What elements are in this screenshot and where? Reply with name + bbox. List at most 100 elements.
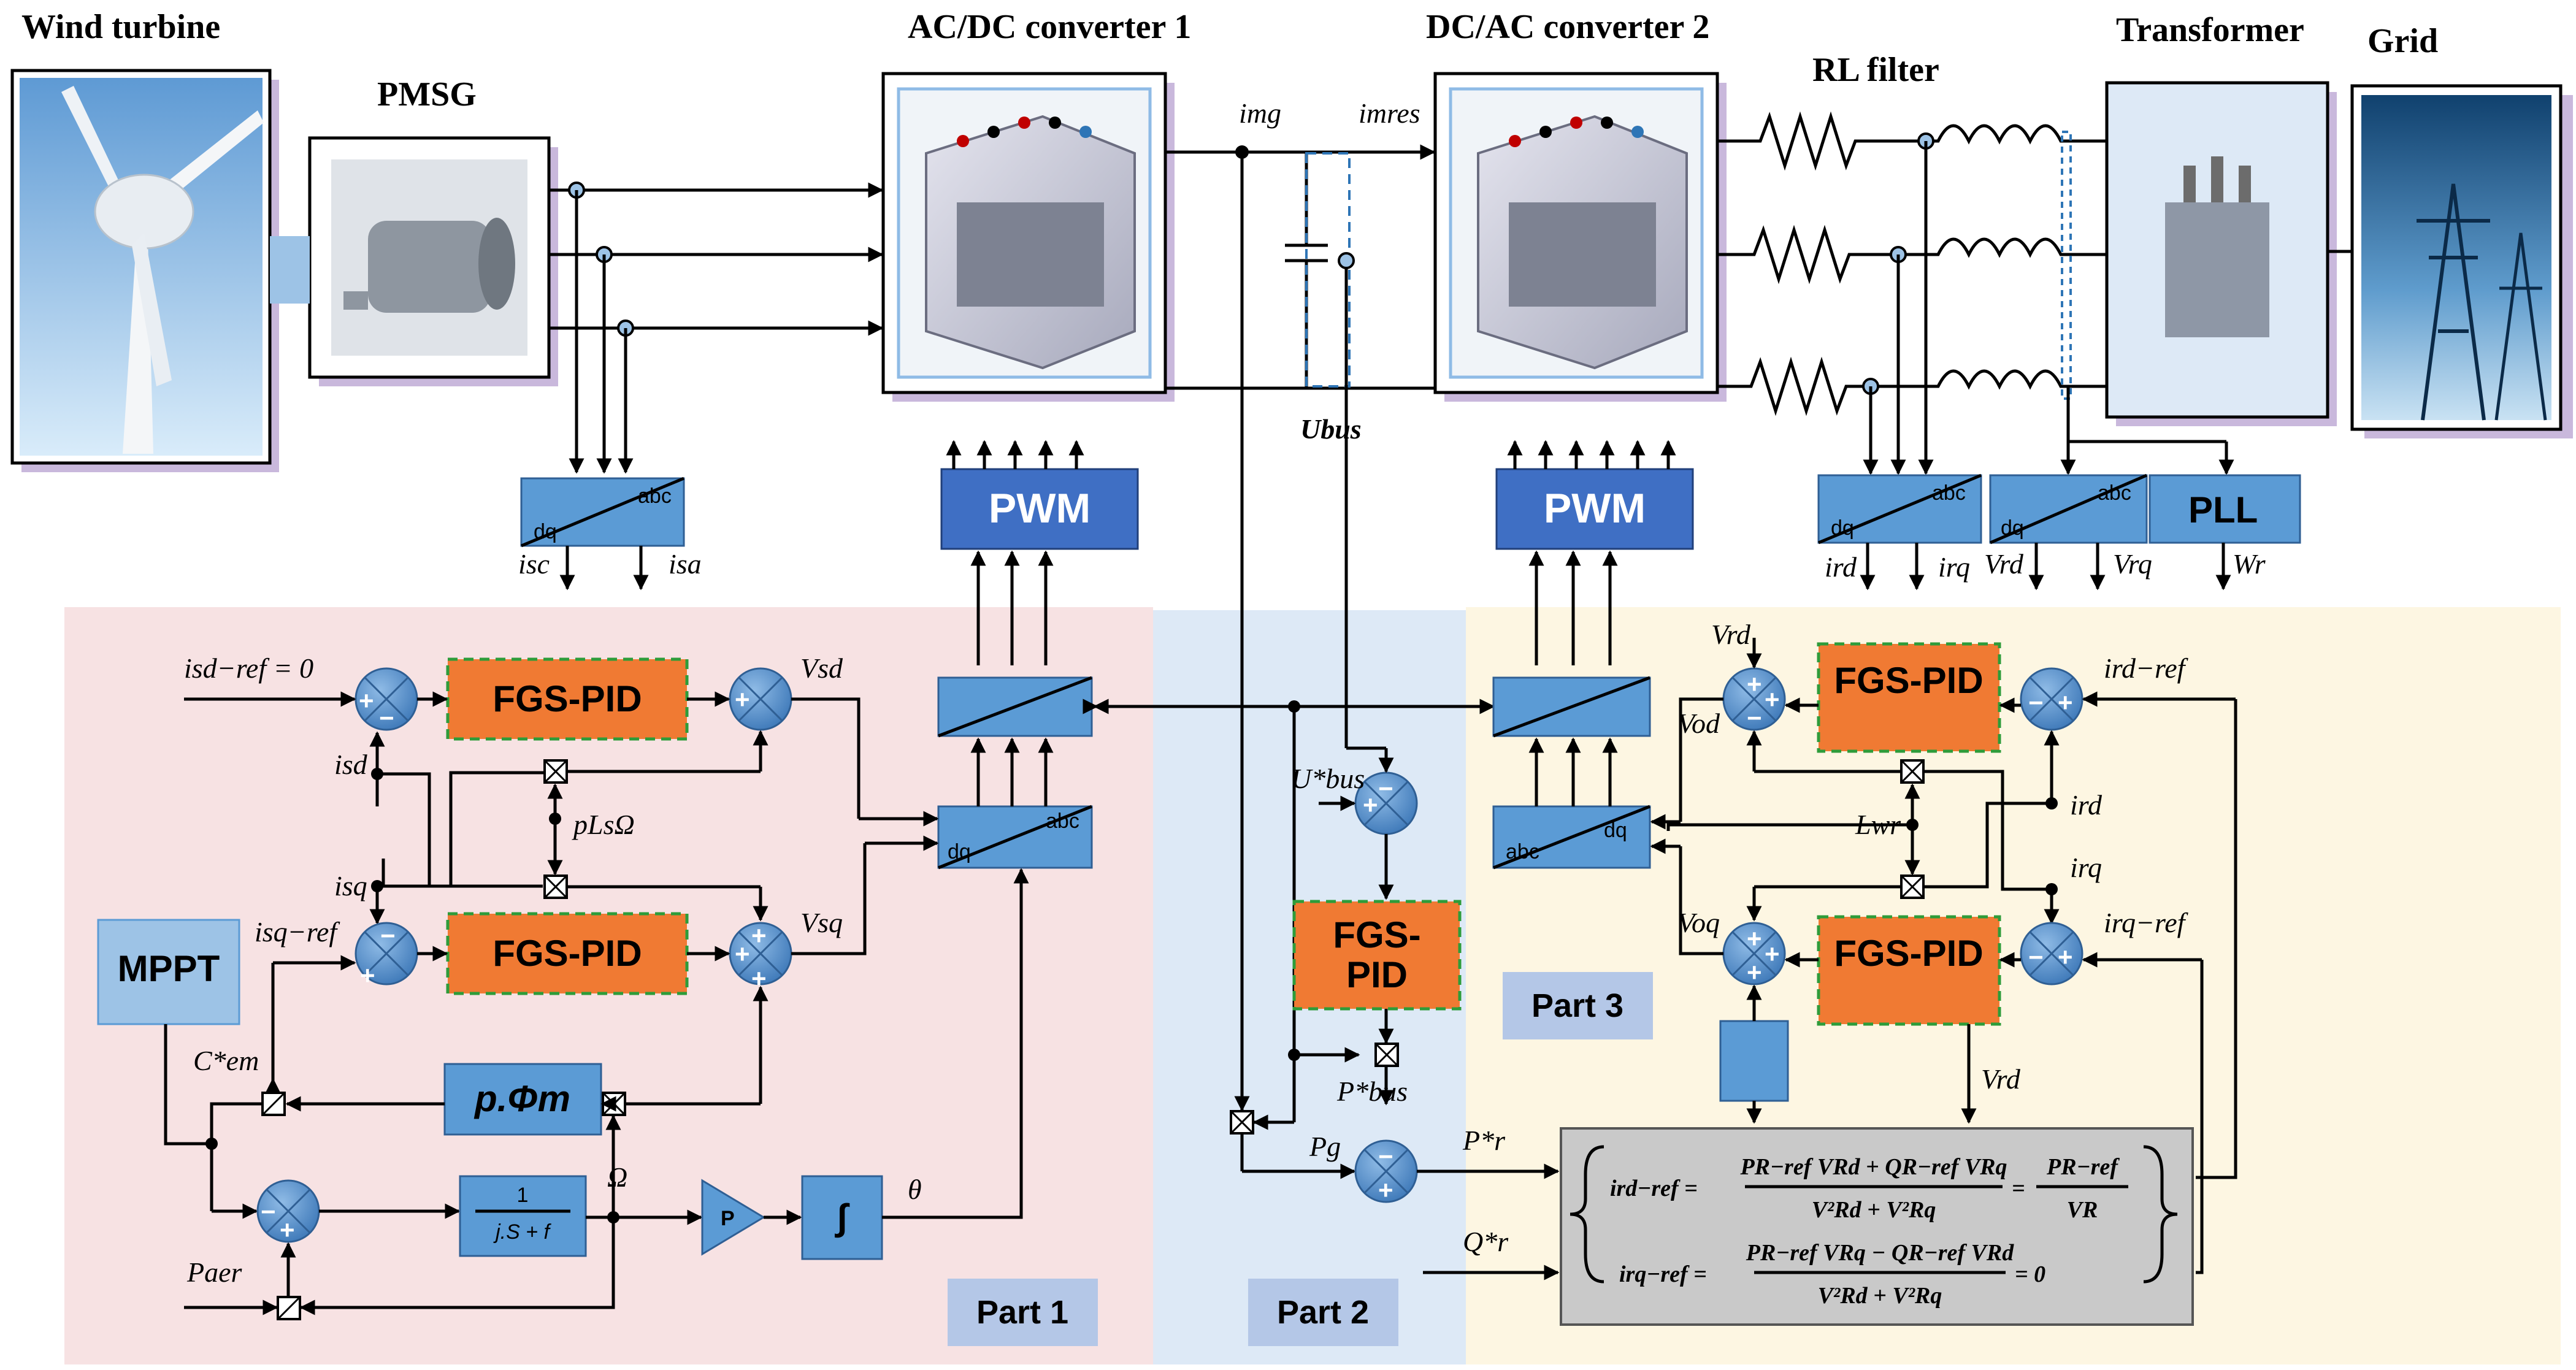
svg-text:+: +	[1363, 790, 1378, 819]
svg-text:+: +	[2058, 688, 2073, 717]
ubus-ref-label: U*bus	[1291, 763, 1365, 794]
converter1-title: AC/DC converter 1	[908, 8, 1191, 46]
svg-text:FGS-PID: FGS-PID	[493, 933, 642, 974]
pr-label: P*r	[1462, 1125, 1506, 1156]
wind-turbine-picture	[10, 69, 279, 472]
paer-label: Paer	[186, 1257, 243, 1288]
svg-text:−: −	[2028, 688, 2044, 717]
svg-text:+: +	[1747, 670, 1762, 698]
omega-label: Ω	[607, 1161, 627, 1193]
svg-text:+: +	[735, 939, 750, 968]
svg-text:P: P	[721, 1207, 735, 1230]
plso-label: pLsΩ	[572, 809, 635, 840]
svg-text:+: +	[1747, 958, 1762, 987]
irq-eq-rhs: = 0	[2015, 1261, 2045, 1287]
svg-text:dq: dq	[948, 840, 971, 863]
svg-text:j.S + f: j.S + f	[493, 1220, 551, 1244]
svg-text:+: +	[359, 686, 374, 715]
svg-text:PWM: PWM	[989, 485, 1091, 532]
pmsg-title: PMSG	[377, 75, 477, 113]
pll-block: PLL	[2149, 474, 2301, 544]
converter2-title: DC/AC converter 2	[1426, 8, 1709, 46]
svg-text:abc: abc	[2098, 481, 2131, 505]
svg-text:1: 1	[517, 1184, 529, 1207]
grid-voltage-abc-dq-block: dq abc	[1989, 473, 2148, 545]
stator-abc-dq-block: dq abc	[520, 476, 685, 548]
svg-text:+: +	[751, 921, 767, 950]
svg-text:FGS-PID: FGS-PID	[1834, 933, 1983, 974]
qr-label: Q*r	[1463, 1226, 1509, 1257]
transformer-title: Transformer	[2116, 11, 2304, 49]
svg-text:FGS-: FGS-	[1333, 914, 1420, 955]
ird-eq-lhs: ird−ref =	[1610, 1176, 1698, 1201]
irq-out-label: irq	[1938, 551, 1970, 583]
isc-label: isc	[518, 548, 550, 580]
svg-text:MPPT: MPPT	[118, 948, 220, 989]
irq-label: irq	[2070, 852, 2102, 883]
irq-eq-num: PR−ref VRq − QR−ref VRd	[1746, 1240, 2014, 1266]
svg-text:+: +	[360, 961, 375, 990]
svg-text:+: +	[1378, 1176, 1393, 1204]
vrq-out-label: Vrq	[2113, 548, 2152, 580]
svg-text:+: +	[1765, 685, 1780, 714]
svg-text:+: +	[1747, 924, 1762, 953]
vsd-label: Vsd	[800, 652, 843, 684]
shaft-link	[270, 236, 310, 304]
pbus-label: P*bus	[1336, 1076, 1408, 1107]
part1-controls: dq abc + − isd−ref = 0 FGS-PID + Vsd isd	[97, 652, 1098, 1346]
wr-label: Wr	[2233, 548, 2266, 580]
vsq-label: Vsq	[800, 907, 843, 938]
part2-controls: − + U*bus FGS- PID P*bus Pg − + P*r Q*r …	[1083, 152, 1560, 1346]
svg-text:PID: PID	[1346, 954, 1408, 995]
wind-turbine-title: Wind turbine	[21, 8, 220, 46]
part3-label: Part 3	[1531, 987, 1623, 1024]
pwm-gate-arrows	[946, 440, 1676, 665]
isq-label: isq	[334, 870, 367, 901]
grid-picture	[2350, 84, 2573, 438]
svg-text:abc: abc	[1506, 840, 1539, 863]
rotor-current-abc-dq-block: dq abc	[1817, 473, 1982, 545]
irq-ref-label: irq−ref	[2104, 907, 2189, 938]
vrd-in-label: Vrd	[1711, 619, 1751, 650]
svg-text:dq: dq	[1604, 819, 1627, 842]
power-wiring	[549, 111, 2352, 475]
svg-text:+: +	[2058, 943, 2073, 971]
svg-text:+: +	[280, 1215, 295, 1244]
vod-label: Vod	[1677, 708, 1720, 739]
pg-label: Pg	[1309, 1131, 1341, 1162]
svg-text:p.Φm: p.Φm	[473, 1078, 570, 1119]
imres-label: imres	[1359, 98, 1420, 129]
svg-text:−: −	[380, 921, 396, 950]
ubus-label: Ubus	[1300, 413, 1362, 445]
voq-label: Voq	[1677, 907, 1720, 938]
svg-text:PWM: PWM	[1544, 485, 1646, 532]
svg-text:−: −	[1378, 1142, 1393, 1171]
ird-eq-den2: VR	[2067, 1197, 2098, 1223]
grid-title: Grid	[2367, 22, 2438, 60]
part3-controls: abc dq + + − Vrd Vod FGS-PID − + ird−ref	[1492, 619, 2237, 1326]
ird-eq-num: PR−ref VRd + QR−ref VRq	[1739, 1154, 2007, 1180]
isq-ref-label: isq−ref	[255, 916, 340, 947]
isd-ref-label: isd−ref = 0	[184, 652, 313, 684]
svg-text:dq: dq	[2001, 516, 2024, 540]
svg-text:FGS-PID: FGS-PID	[1834, 660, 1983, 701]
cem-label: C*em	[193, 1045, 259, 1076]
svg-text:+: +	[751, 964, 767, 993]
svg-text:−: −	[1747, 703, 1762, 732]
transformer-picture	[2105, 81, 2337, 426]
vrd-out-label: Vrd	[1984, 548, 2024, 580]
reference-equation-box	[1560, 1127, 2194, 1326]
rl-filter-title: RL filter	[1812, 51, 1939, 89]
ird-eq-den: V²Rd + V²Rq	[1812, 1197, 1936, 1223]
ird-label: ird	[2070, 789, 2103, 821]
irq-eq-lhs: irq−ref =	[1619, 1261, 1707, 1287]
svg-text:abc: abc	[1046, 809, 1079, 833]
img-label: img	[1239, 98, 1281, 129]
isd-label: isd	[334, 749, 368, 780]
isa-label: isa	[669, 548, 702, 580]
svg-text:dq: dq	[534, 520, 557, 543]
vrd-low-label: Vrd	[1981, 1063, 2021, 1095]
pmsg-picture	[308, 136, 558, 386]
svg-text:dq: dq	[1831, 516, 1854, 540]
